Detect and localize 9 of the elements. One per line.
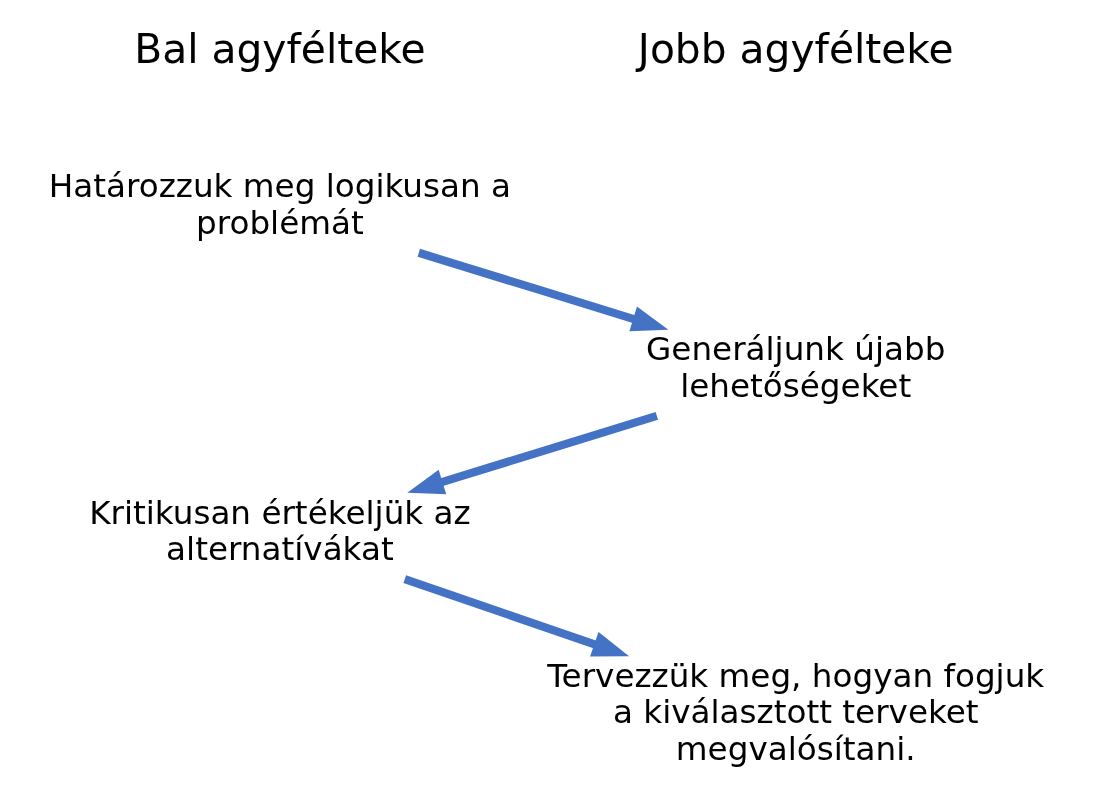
arrow	[406, 411, 658, 495]
node-text: Generáljunk újabb lehetőségeket	[645, 330, 945, 406]
arrow	[417, 248, 668, 332]
node-text: Kritikusan értékeljük az alternatívákat	[88, 493, 471, 569]
node-text: Tervezzük meg, hogyan fogjuk a kiválasztott terveket megvalósítani.	[546, 656, 1044, 768]
label: Jobb agyfélteke	[637, 25, 954, 74]
node-text: Határozzuk meg logikusan a problémát	[48, 167, 511, 242]
arrow	[402, 575, 629, 657]
label: Bal agyfélteke	[133, 25, 426, 74]
